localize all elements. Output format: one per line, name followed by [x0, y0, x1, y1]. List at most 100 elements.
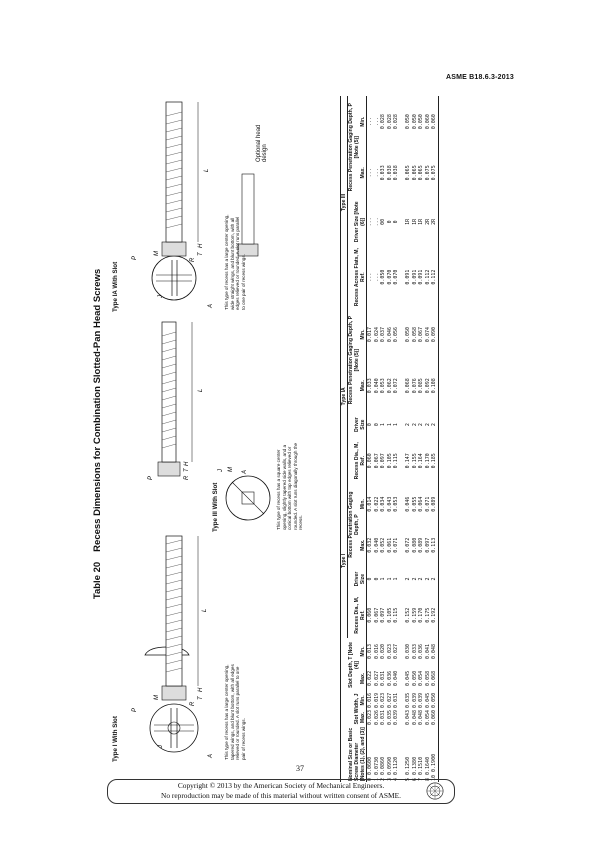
table-cell: 0.112 — [424, 269, 431, 285]
table-cell: 0.022 — [373, 496, 380, 512]
col-driver-size-type1a: Driver Size — [354, 417, 366, 432]
table-cell: 0.112 — [431, 245, 439, 309]
table-cell: 0.038 — [393, 165, 400, 181]
table-cell: ... — [366, 198, 374, 246]
table-cell: 0.062 — [386, 378, 393, 394]
copyright-line-1: Copyright © 2013 by the American Society… — [177, 781, 385, 790]
table-cell: 0.035 — [404, 692, 411, 708]
table-cell: ... — [373, 217, 380, 227]
col-recess-dia-type1a: Recess Dia., M, Ref. — [354, 442, 366, 480]
table-cell: ... — [373, 168, 380, 178]
table-cell: 0.050 — [411, 114, 418, 130]
label-T-type1a: T — [198, 251, 204, 256]
table-group-header-row: Nominal Size or Basic Screw Diameter [No… — [340, 96, 367, 782]
figure-type1: Type I With Slot L P M A R T H J This ty… — [106, 532, 336, 762]
table-cell: 0.070 — [386, 269, 393, 285]
table-cell: 0.065 — [411, 165, 418, 181]
table-cell: 2 — [404, 577, 411, 581]
table-cell: 0.060 — [366, 592, 374, 639]
col-driver-size-type3: Driver Size [Note (6)] — [354, 201, 366, 243]
table-cell: 0.105 — [386, 607, 393, 623]
label-P-type3: P — [148, 476, 154, 480]
table-cell: ... — [366, 147, 374, 199]
table-cell: 0.037 — [380, 327, 387, 343]
label-P-type1a: P — [132, 256, 138, 260]
table-cell: 0.046 — [404, 496, 411, 512]
table-cell: 1 — [380, 577, 387, 581]
col-nominal-size: Nominal Size or Basic Screw Diameter [No… — [340, 726, 367, 782]
col-driver-size-type1: Driver Size — [354, 571, 366, 587]
table-cell: 0.050 — [380, 269, 387, 285]
table-cell: 0.053 — [380, 378, 387, 394]
table-cell: 0.031 — [380, 709, 387, 725]
table-cell: ... — [366, 245, 374, 309]
table-cell: 0.031 — [380, 670, 387, 686]
table-cell: 0.045 — [424, 692, 431, 708]
table-cell: 0 — [373, 577, 380, 581]
table-cell: 0.048 — [418, 709, 425, 725]
recess-dimensions-table: Nominal Size or Basic Screw Diameter [No… — [340, 96, 439, 782]
table-cell: 0.068 — [431, 664, 439, 692]
page-number: 37 — [296, 764, 304, 773]
table-cell: 0.035 — [386, 709, 393, 725]
table-cell: 0.040 — [373, 537, 380, 553]
table-cell: 0.052 — [380, 537, 387, 553]
table-cell: 0.092 — [424, 378, 431, 394]
table-cell: 0.024 — [373, 327, 380, 343]
table-cell: 0.040 — [393, 670, 400, 686]
table-cell: 0.185 — [431, 437, 439, 484]
screw-drawing-type3: L P M A R T H J — [148, 321, 271, 521]
table-cell: 0.076 — [411, 378, 418, 394]
table-cell: 0.050 — [431, 691, 439, 709]
label-L-type3: L — [198, 389, 204, 392]
table-cell: 0.089 — [431, 483, 439, 525]
table-cell: 2 — [424, 423, 431, 427]
group-type1a: Type IA — [340, 308, 348, 484]
table-cell: 0.014 — [366, 483, 374, 525]
table-cell: 0.097 — [424, 537, 431, 553]
table-cell: 0.034 — [380, 496, 387, 512]
table-cell: 2R — [431, 198, 439, 246]
table-cell: 0 — [366, 565, 374, 593]
table-cell: 0.023 — [386, 643, 393, 660]
col-slot-depth: Slot Depth, T [Note (4)] — [340, 638, 360, 692]
label-P-type1: P — [132, 708, 138, 712]
table-cell: 0.028 — [386, 114, 393, 130]
table-cell: 0.105 — [386, 453, 393, 469]
table-cell: 1 — [386, 577, 393, 581]
table-cell: 0.041 — [424, 643, 431, 660]
table-cell: 0.017 — [366, 308, 374, 361]
table-cell: 0.060 — [424, 114, 431, 130]
nominal-size-cell: 7 0.1510 — [418, 756, 425, 781]
table-cell: 0.043 — [386, 496, 393, 512]
label-J-type1a: J — [158, 294, 164, 299]
label-H-type1: H — [198, 687, 204, 692]
table-cell: 1 — [393, 423, 400, 427]
table-title-text: Recess Dimensions for Combination Slotte… — [92, 268, 103, 552]
table-cell: 0.115 — [393, 453, 400, 469]
table-cell: 0.060 — [431, 96, 439, 148]
table-cell: 0.113 — [431, 524, 439, 566]
figure-type3: L P M A R T H J Type III With Slot This … — [106, 312, 336, 532]
table-cell: 0.019 — [373, 692, 380, 708]
col-slot-width: Slot Width, J — [340, 691, 360, 726]
table-cell: 0.089 — [418, 537, 425, 553]
table-cell: 0.040 — [373, 378, 380, 394]
label-A-type1: A — [208, 754, 214, 759]
nominal-size-cell: 6 0.1380 — [411, 756, 418, 781]
table-cell: 0.054 — [424, 709, 431, 725]
table-cell: 0.067 — [373, 607, 380, 623]
optional-head-label: Optional head design — [256, 124, 268, 162]
table-cell: 0.115 — [393, 607, 400, 623]
group-type1: Type I — [340, 483, 348, 639]
table-cell: 0.039 — [411, 692, 418, 708]
table-cell: 0.028 — [380, 114, 387, 130]
table-cell: 0.020 — [380, 643, 387, 660]
label-T-type1: T — [198, 695, 204, 700]
table-number: Table 20 — [92, 561, 103, 600]
